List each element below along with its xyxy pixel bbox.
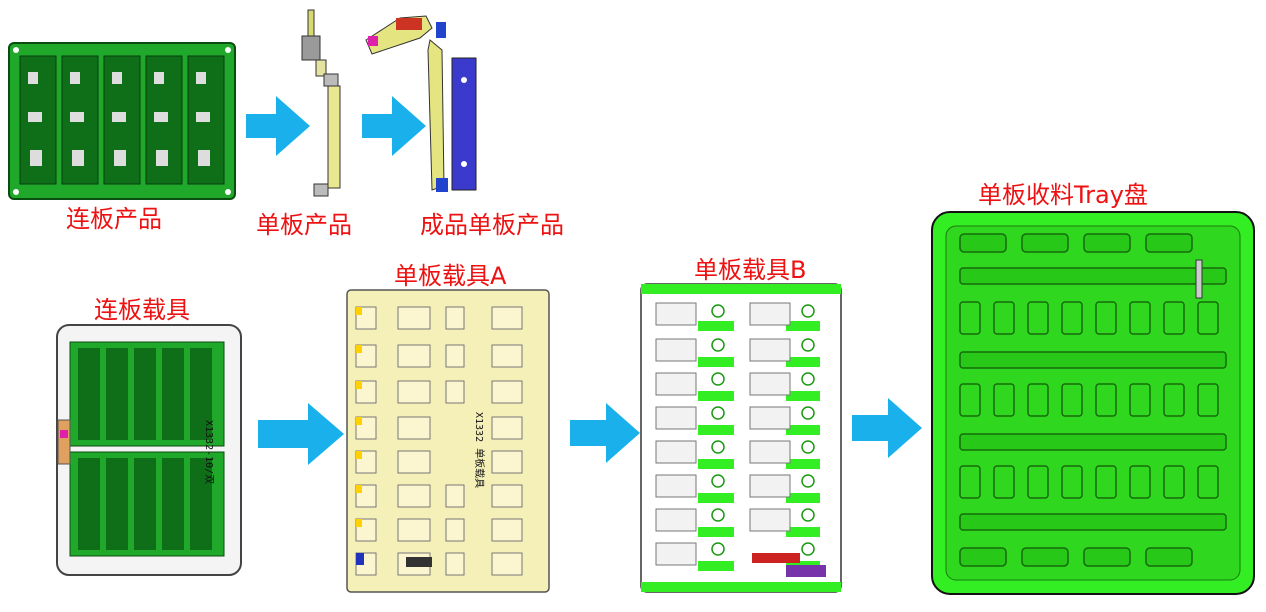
tray-label: 单板收料Tray盘 — [978, 181, 1148, 209]
finished-product-image — [360, 10, 480, 200]
flow-arrow-1 — [246, 96, 310, 156]
panel-carrier-label: 连板载具 — [94, 296, 190, 324]
flow-arrow-5 — [852, 398, 922, 458]
tray-image — [930, 210, 1256, 596]
panel-carrier-image — [56, 324, 242, 576]
panel-product-image — [8, 42, 236, 200]
carrier-a-image — [346, 289, 550, 593]
flow-arrow-2 — [362, 96, 426, 156]
panel-product-label: 连板产品 — [66, 205, 162, 233]
carrier-a-center-text: X1332 单板载具 — [473, 412, 484, 489]
flow-arrow-4 — [570, 403, 640, 463]
single-product-label: 单板产品 — [256, 211, 352, 239]
panel-carrier-side-text: X1332-10/双 — [203, 420, 214, 485]
flow-arrow-3 — [258, 403, 344, 465]
carrier-b-image — [640, 283, 842, 593]
carrier-a-label: 单板载具A — [394, 262, 507, 290]
carrier-b-label: 单板载具B — [694, 256, 807, 284]
finished-product-label: 成品单板产品 — [420, 211, 564, 239]
single-product-image — [298, 8, 348, 198]
